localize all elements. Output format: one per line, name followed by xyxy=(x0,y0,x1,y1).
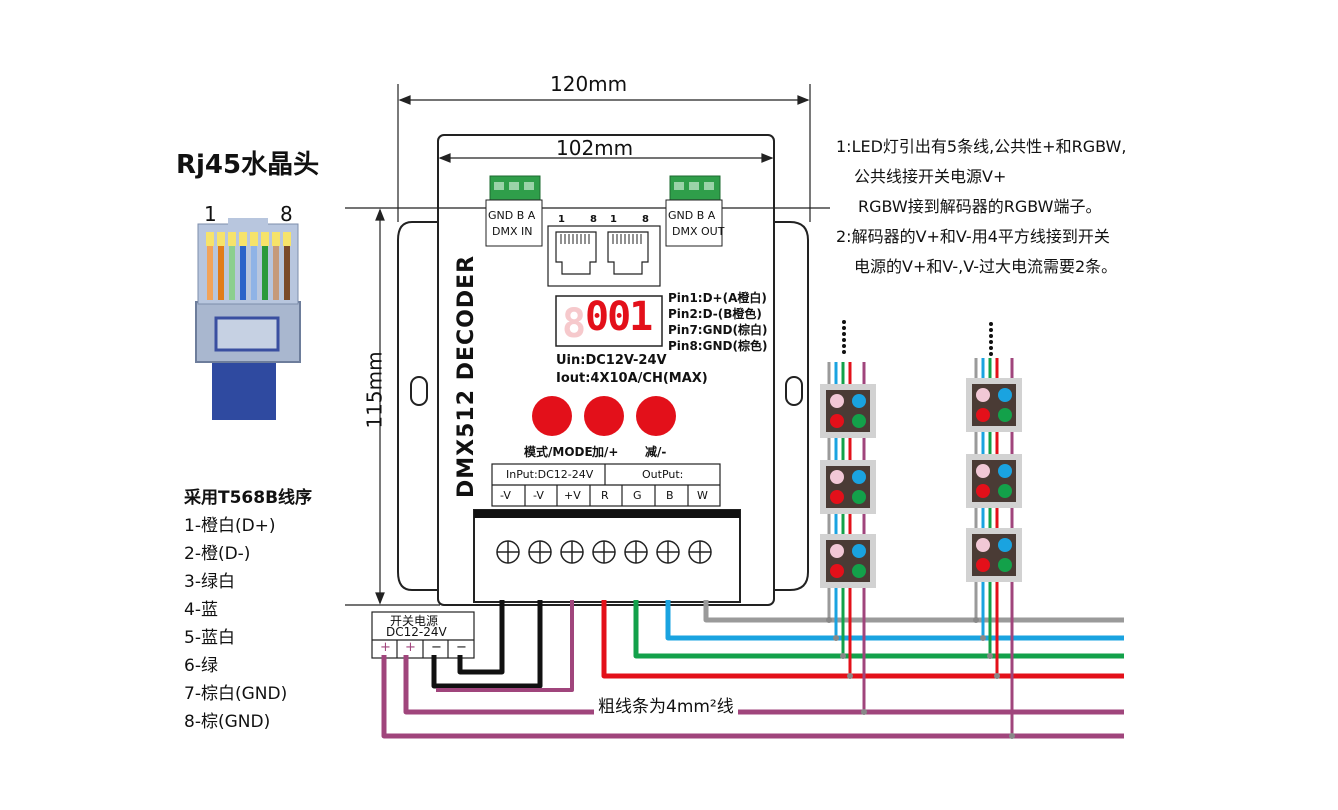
dmx-out-terminal xyxy=(665,175,723,247)
wiring-item: 5-蓝白 xyxy=(184,628,235,648)
cable-note: 粗线条为4mm²线 xyxy=(594,692,738,717)
minus-button[interactable] xyxy=(636,396,676,436)
dmx-in-label-1: GND B A xyxy=(488,209,536,222)
rj45-pin-8: 8 xyxy=(280,202,293,226)
rj45-title: Rj45水晶头 xyxy=(176,150,320,180)
power-wires xyxy=(381,600,1124,739)
mode-button[interactable] xyxy=(532,396,572,436)
rj-a-pin-8: 8 xyxy=(590,214,597,225)
rj-b-pin-8: 8 xyxy=(642,214,649,225)
note-line: RGBW接到解码器的RGBW端子。 xyxy=(858,197,1102,216)
mount-hole-right xyxy=(785,376,803,406)
rj-a-pin-1: 1 xyxy=(558,214,565,225)
dimension-lines xyxy=(345,84,830,606)
power-supply-label-2: DC12-24V xyxy=(386,625,447,639)
mount-hole-left xyxy=(410,376,428,406)
wiring-sequence: 采用T568B线序 1-橙白(D+) 2-橙(D-) 3-绿白 4-蓝 5-蓝白… xyxy=(184,484,312,736)
dmx-in-label-2: DMX IN xyxy=(492,225,533,238)
ps-terminal: + xyxy=(405,640,416,655)
wiring-item: 1-橙白(D+) xyxy=(184,516,276,536)
dmx-in-terminal xyxy=(485,175,543,247)
note-line: 公共线接开关电源V+ xyxy=(854,167,1007,186)
led-strip-2 xyxy=(966,322,1022,739)
ps-terminal: − xyxy=(431,640,442,655)
minus-button-label: 减/- xyxy=(645,445,667,459)
rj-b-pin-1: 1 xyxy=(610,214,617,225)
segment-display: 8 xyxy=(555,295,663,347)
rj45-sockets xyxy=(547,225,661,287)
note-line: 2:解码器的V+和V-用4平方线接到开关 xyxy=(836,227,1110,246)
pin-line: Pin8:GND(棕色) xyxy=(668,339,768,353)
ps-terminal: + xyxy=(380,640,391,655)
wiring-item: 7-棕白(GND) xyxy=(184,684,288,704)
width-inner-label: 102mm xyxy=(556,136,634,160)
decoder-name: DMX512 DECODER xyxy=(454,254,479,498)
terminal-label: -V xyxy=(533,489,544,502)
pin-list: Pin1:D+(A橙白) Pin2:D-(B橙色) Pin7:GND(棕白) P… xyxy=(668,290,767,354)
plus-button-label: 加/+ xyxy=(592,445,619,459)
terminal-label: G xyxy=(633,489,642,502)
terminal-label: W xyxy=(697,489,708,502)
power-supply xyxy=(371,611,475,659)
uin-label: Uin:DC12V-24V xyxy=(556,353,667,368)
input-header: InPut:DC12-24V xyxy=(506,468,594,481)
rj45-pin-1: 1 xyxy=(204,202,217,226)
output-header: OutPut: xyxy=(642,468,684,481)
wiring-item: 6-绿 xyxy=(184,656,218,676)
svg-text:8: 8 xyxy=(562,301,586,347)
wiring-item: 8-棕(GND) xyxy=(184,712,271,732)
ps-terminal: − xyxy=(456,640,467,655)
wiring-item: 3-绿白 xyxy=(184,572,235,592)
led-strip-1 xyxy=(820,320,876,715)
terminal-label-table xyxy=(491,463,721,507)
pin-line: Pin1:D+(A橙白) xyxy=(668,291,767,305)
terminal-label: R xyxy=(601,489,609,502)
dmx-out-label-1: GND B A xyxy=(668,209,716,222)
note-line: 1:LED灯引出有5条线,公共性+和RGBW, xyxy=(836,137,1127,156)
terminal-label: +V xyxy=(564,489,581,502)
display-value: 001 xyxy=(585,294,653,340)
notes: 1:LED灯引出有5条线,公共性+和RGBW, 公共线接开关电源V+ RGBW接… xyxy=(836,132,1126,282)
wiring-item: 4-蓝 xyxy=(184,600,218,620)
pin-line: Pin7:GND(棕白) xyxy=(668,323,768,337)
terminal-label: B xyxy=(666,489,674,502)
note-line: 电源的V+和V-,V-过大电流需要2条。 xyxy=(854,257,1118,276)
iout-label: Iout:4X10A/CH(MAX) xyxy=(556,371,708,386)
width-outer-label: 120mm xyxy=(550,72,628,96)
rj45-plug-icon xyxy=(195,218,301,420)
wiring-sequence-title: 采用T568B线序 xyxy=(184,488,313,508)
mode-button-label: 模式/MODE xyxy=(524,445,593,459)
plus-button[interactable] xyxy=(584,396,624,436)
height-label: 115mm xyxy=(362,351,387,429)
terminal-label: -V xyxy=(500,489,511,502)
pin-line: Pin2:D-(B橙色) xyxy=(668,307,762,321)
output-terminal-strip xyxy=(473,509,741,603)
wiring-item: 2-橙(D-) xyxy=(184,544,251,564)
dmx-out-label-2: DMX OUT xyxy=(672,225,725,238)
power-supply-label-1: 开关电源 xyxy=(390,614,439,628)
